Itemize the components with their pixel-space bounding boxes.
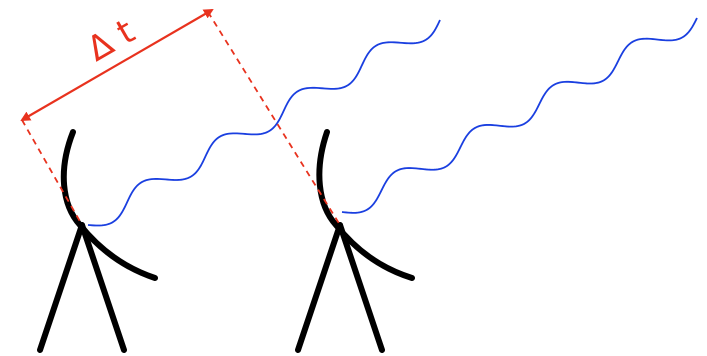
dashed-right-drop	[208, 12, 340, 225]
antenna-right	[298, 132, 412, 350]
antenna-left-leg-left	[40, 225, 82, 350]
antenna-right-leg-left	[298, 225, 340, 350]
antenna-right-leg-right	[340, 225, 382, 350]
antenna-left	[40, 132, 155, 350]
delay-label: Δ t	[81, 11, 142, 69]
antenna-left-dish	[64, 132, 155, 278]
antenna-left-leg-right	[82, 225, 124, 350]
antenna-right-dish	[319, 132, 412, 278]
wavefront-right	[342, 18, 697, 213]
